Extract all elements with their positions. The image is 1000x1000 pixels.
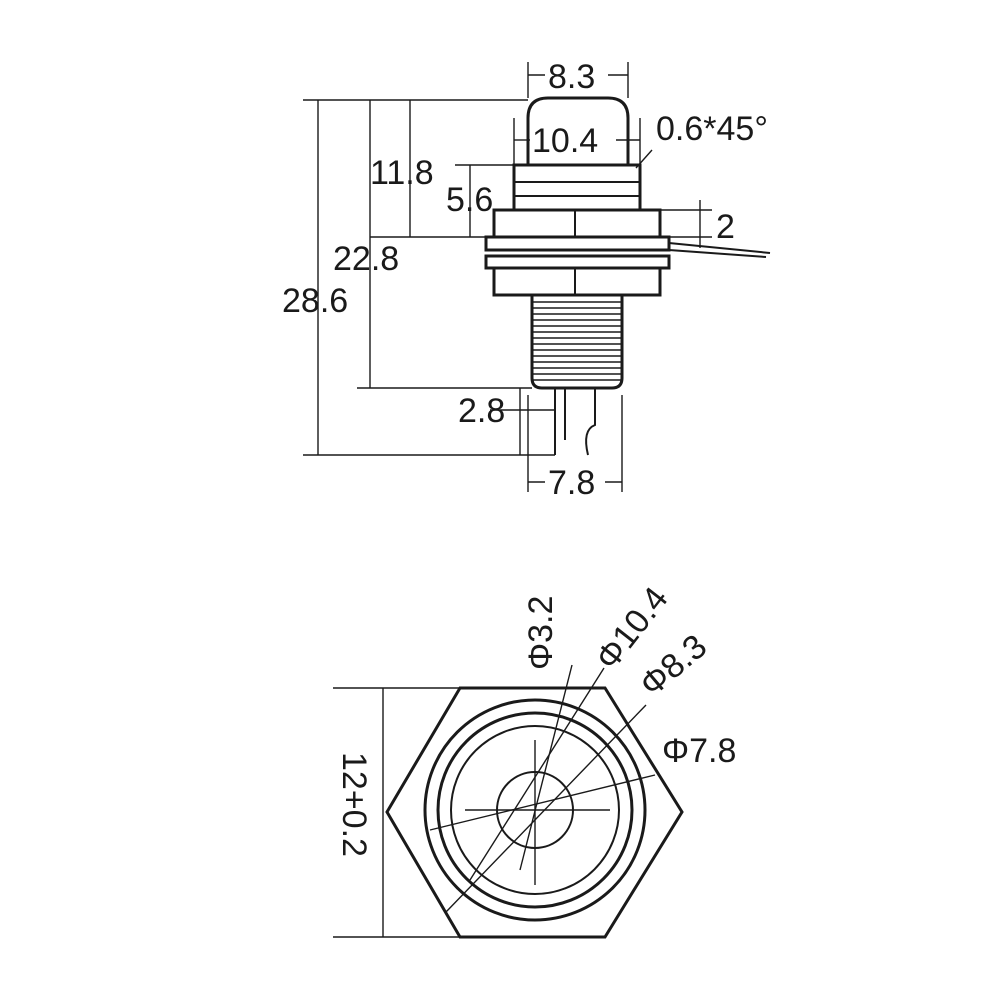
dim-terminal-width: 7.8	[548, 464, 595, 502]
inner-ring	[450, 725, 620, 895]
dim-body-height: 22.8	[333, 240, 399, 278]
outer-ring	[423, 698, 647, 922]
terminal	[554, 388, 596, 456]
middle-ring	[436, 711, 634, 909]
dim-button-width: 10.4	[532, 122, 598, 160]
leader-middle	[445, 704, 647, 913]
dim-cap-width: 8.3	[548, 58, 595, 96]
dim-hex: 12+0.2	[335, 752, 373, 857]
threaded-body	[530, 295, 624, 390]
button-cap	[526, 96, 630, 165]
dim-hole: Φ3.2	[522, 596, 560, 670]
dim-total-height: 28.6	[282, 282, 348, 320]
thread-lines	[532, 301, 622, 381]
dim-button-height: 11.8	[370, 154, 434, 192]
upper-nut	[492, 208, 662, 239]
collar	[512, 163, 642, 212]
side-view: 8.3 10.4 0.6*45° 11.8 5.6 2 22.8 28.6 2.…	[282, 58, 771, 502]
leader-inner	[429, 774, 656, 831]
panel-flange	[484, 235, 671, 252]
leader-chamfer	[635, 149, 653, 169]
leader-outer	[469, 667, 605, 881]
dim-flange: 2	[716, 208, 735, 246]
washer	[484, 254, 671, 270]
top-view: Φ3.2 Φ10.4 Φ8.3 Φ7.8 12+0.2	[333, 580, 736, 939]
dim-chamfer: 0.6*45°	[656, 110, 768, 148]
panel-edge	[668, 249, 767, 258]
dim-inner: Φ7.8	[662, 732, 736, 770]
hex-nut	[385, 686, 684, 939]
dim-collar-height: 5.6	[446, 181, 493, 219]
leader-hole	[519, 664, 573, 871]
lower-nut	[492, 266, 662, 297]
dim-terminal-length: 2.8	[458, 392, 505, 430]
panel-edge	[668, 242, 771, 254]
